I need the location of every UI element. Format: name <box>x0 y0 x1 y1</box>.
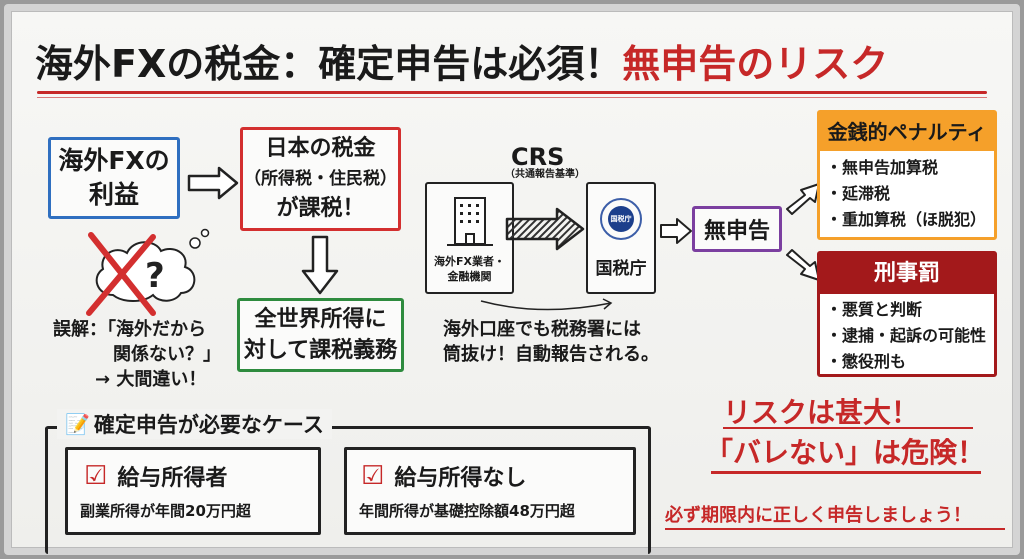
worldwide-line: 全世界所得に <box>254 307 387 332</box>
cta-underline <box>665 528 1005 530</box>
crs-note-line: 筒抜け！自動報告される。 <box>443 344 659 365</box>
broker-line: 海外FX業者・ <box>434 255 505 268</box>
checkbox-checked-icon: ☑ <box>361 461 385 491</box>
title-underline-2 <box>37 97 987 98</box>
broker-box: 海外FX業者・ 金融機関 <box>425 182 514 294</box>
crs-sublabel: （共通報告基準） <box>505 169 585 180</box>
nta-box: 国税庁 国税庁 <box>586 182 656 294</box>
misconception-line: 誤解：「海外だから <box>53 319 206 340</box>
arrow-down-icon <box>301 235 339 295</box>
japan-tax-line: 日本の税金 <box>265 136 376 161</box>
profit-line: 利益 <box>88 180 139 209</box>
worldwide-income-box: 全世界所得に 対して課税義務 <box>237 298 404 372</box>
curved-arrow-icon <box>480 298 613 311</box>
crs-note: 海外口座でも税務署には 筒抜け！自動報告される。 <box>443 317 659 367</box>
worldwide-line: 対して課税義務 <box>243 338 398 363</box>
checkbox-checked-icon: ☑ <box>84 461 108 491</box>
penalty-item: ・重加算税（ほ脱犯） <box>826 210 987 229</box>
case-description: 副業所得が年間20万円超 <box>80 502 251 520</box>
page-title: 海外FXの税金：確定申告は必須！無申告のリスク <box>35 33 888 88</box>
warning-underline <box>723 427 973 429</box>
title-underline <box>37 91 987 94</box>
broker-line: 金融機関 <box>447 270 492 283</box>
cross-icon <box>86 232 156 316</box>
japan-tax-line: が課税！ <box>276 196 365 221</box>
warning-line-1: リスクは甚大！ <box>723 396 920 429</box>
building-icon <box>446 197 493 246</box>
monetary-penalty-title: 金銭的ペナルティ <box>820 113 994 151</box>
warning-line-2: 「バレない」は危険！ <box>705 436 986 469</box>
japan-tax-line: （所得税・住民税） <box>244 169 397 189</box>
title-accent: 無申告のリスク <box>622 42 889 86</box>
hatched-arrow-icon <box>505 207 585 251</box>
japan-tax-box: 日本の税金 （所得税・住民税） が課税！ <box>240 127 401 231</box>
thought-cloud-icon: ? <box>86 228 210 316</box>
case-card: ☑ 給与所得者 副業所得が年間20万円超 <box>65 447 321 535</box>
misconception-text: 誤解：「海外だから 関係ない？」 → 大間違い！ <box>53 317 233 392</box>
no-filing-box: 無申告 <box>692 206 782 252</box>
misconception-line: → 大間違い！ <box>95 369 207 390</box>
question-mark: ? <box>145 256 165 296</box>
crs-note-line: 海外口座でも税務署には <box>443 319 641 340</box>
arrow-right-icon <box>187 166 239 200</box>
penalty-item: ・延滞税 <box>826 184 891 203</box>
title-main: 海外FXの税金：確定申告は必須！ <box>35 42 623 86</box>
criminal-penalty-box: 刑事罰 ・悪質と判断 ・逮捕・起訴の可能性 ・懲役刑も <box>817 251 997 377</box>
crs-label: CRS <box>511 143 565 171</box>
case-label: 給与所得なし <box>394 466 527 491</box>
whiteboard: 海外FXの税金：確定申告は必須！無申告のリスク 海外FXの 利益 日本の税金 （… <box>4 4 1020 555</box>
call-to-action: 必ず期限内に正しく申告しましょう！ <box>665 505 971 526</box>
penalty-item: ・悪質と判断 <box>826 300 923 319</box>
nta-seal-text: 国税庁 <box>608 205 634 232</box>
case-label: 給与所得者 <box>117 466 228 491</box>
filing-cases-title: 確定申告が必要なケース <box>93 413 324 437</box>
penalty-item: ・逮捕・起訴の可能性 <box>826 326 987 345</box>
profit-box: 海外FXの 利益 <box>48 137 180 219</box>
criminal-penalty-title: 刑事罰 <box>820 254 994 294</box>
penalty-item: ・懲役刑も <box>826 352 907 371</box>
filing-cases-section <box>45 426 651 554</box>
penalty-item: ・無申告加算税 <box>826 158 939 177</box>
memo-pencil-icon: 📝 <box>65 412 90 436</box>
case-description: 年間所得が基礎控除額48万円超 <box>359 502 575 520</box>
misconception-line: 関係ない？」 <box>113 344 221 365</box>
monetary-penalty-box: 金銭的ペナルティ ・無申告加算税 ・延滞税 ・重加算税（ほ脱犯） <box>817 110 997 240</box>
warning-underline <box>711 471 981 474</box>
profit-line: 海外FXの <box>58 146 170 175</box>
case-card: ☑ 給与所得なし 年間所得が基礎控除額48万円超 <box>344 447 636 535</box>
filing-cases-heading: 📝 確定申告が必要なケース <box>57 409 332 439</box>
nta-seal-icon: 国税庁 <box>600 197 642 240</box>
nta-label: 国税庁 <box>595 258 647 279</box>
arrow-right-icon <box>660 218 692 244</box>
